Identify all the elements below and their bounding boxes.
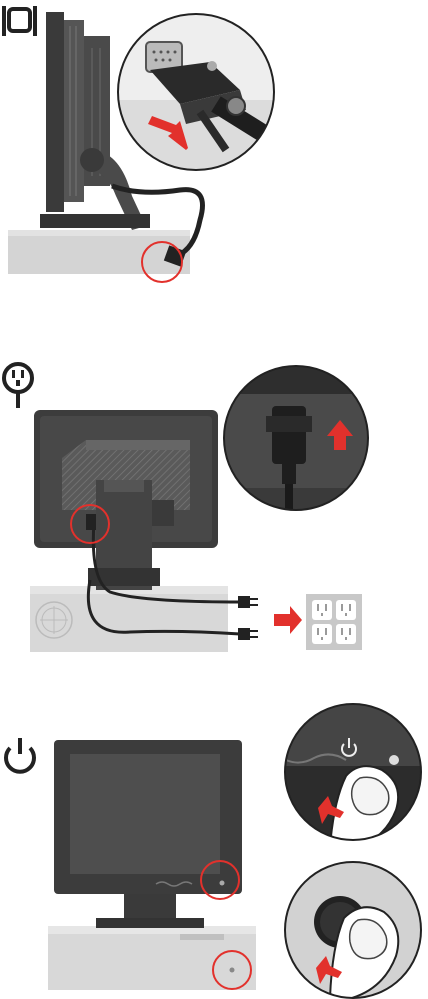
computer-side-view (8, 230, 190, 274)
plug-end-lower (238, 628, 258, 640)
computer-power-button-zoom (284, 860, 424, 999)
plug-end-upper (238, 596, 258, 608)
video-connector-icon (2, 6, 37, 36)
monitor-back-view (34, 410, 218, 590)
power-on-illustration (0, 700, 428, 999)
power-cord-illustration (0, 340, 428, 670)
power-button-icon (6, 738, 34, 772)
video-cable-illustration (0, 0, 428, 300)
power-port-detail-zoom (220, 360, 380, 524)
step-turn-on-power (0, 700, 428, 999)
video-connector-detail-zoom (110, 10, 290, 180)
plug-direction-arrow (274, 606, 302, 634)
monitor-front-view (54, 740, 242, 928)
step-connect-video-cable (0, 0, 428, 300)
computer-front (48, 926, 256, 990)
wall-outlet (306, 594, 362, 650)
power-plug-icon (4, 364, 32, 408)
monitor-power-button-zoom (284, 700, 424, 846)
step-connect-power-cord (0, 340, 428, 670)
